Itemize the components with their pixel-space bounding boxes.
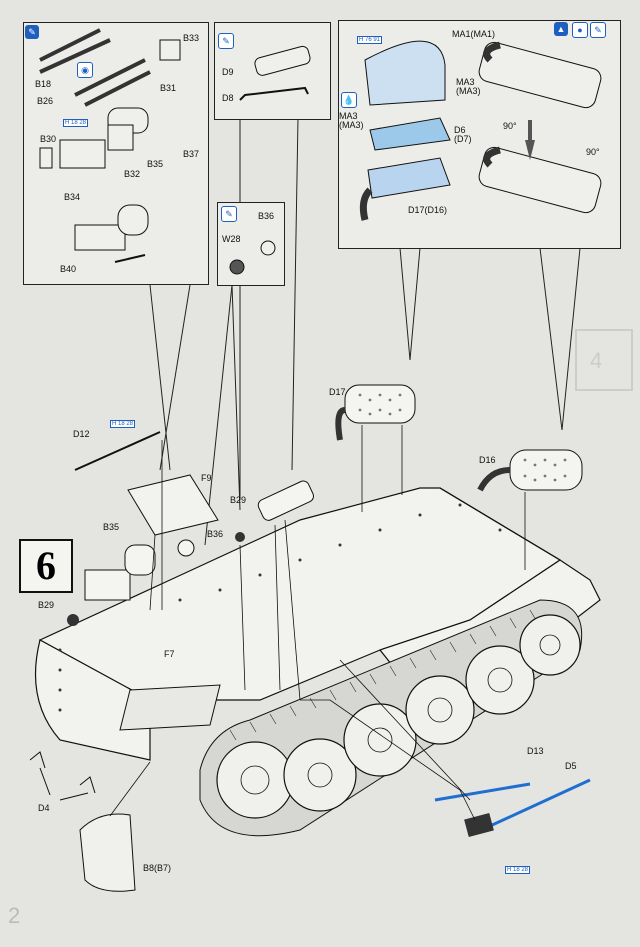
label-D4: D4 bbox=[38, 803, 50, 813]
label-B29-front: B29 bbox=[38, 600, 55, 610]
label-D12: D12 bbox=[73, 429, 90, 439]
label-B36-main: B36 bbox=[207, 529, 224, 539]
label-D9: D9 bbox=[222, 67, 234, 77]
label-angle-1: 90° bbox=[503, 121, 517, 131]
label-B40: B40 bbox=[60, 264, 77, 274]
label-B18: B18 bbox=[35, 79, 52, 89]
label-D17D16: D17(D16) bbox=[408, 205, 448, 215]
label-W28: W28 bbox=[222, 234, 241, 244]
label-D16: D16 bbox=[479, 455, 496, 465]
label-B33: B33 bbox=[183, 33, 200, 43]
drop-icon: 💧 bbox=[341, 92, 357, 108]
label-B29-deck: B29 bbox=[230, 495, 247, 505]
label-F7: F7 bbox=[164, 649, 175, 659]
label-B34: B34 bbox=[64, 192, 81, 202]
label-B32: B32 bbox=[124, 169, 141, 179]
label-D17: D17 bbox=[329, 387, 346, 397]
label-B8: B8(B7) bbox=[143, 863, 172, 873]
label-D6: D6 (D7) bbox=[454, 125, 472, 144]
drop-icon: ● bbox=[572, 22, 588, 38]
label-D5: D5 bbox=[565, 761, 577, 771]
page-number-faint: 2 bbox=[8, 903, 21, 928]
label-D13: D13 bbox=[527, 746, 544, 756]
glue-icon: ✎ bbox=[221, 206, 237, 222]
label-B36-inset: B36 bbox=[258, 211, 275, 221]
glue-icon: ✎ bbox=[218, 33, 234, 49]
label-MA1: MA1(MA1) bbox=[452, 29, 496, 39]
label-B31: B31 bbox=[160, 83, 177, 93]
svg-text:4: 4 bbox=[590, 348, 602, 373]
knife-icon: ✎ bbox=[590, 22, 606, 38]
ref-tag: H 18 28 bbox=[63, 119, 89, 127]
glue-icon: ✎ bbox=[25, 25, 39, 39]
label-angle-2: 90° bbox=[586, 147, 600, 157]
label-B30: B30 bbox=[40, 134, 57, 144]
ref-tag: H 18 28 bbox=[110, 420, 136, 428]
label-MA3-right: MA3 (MA3) bbox=[456, 77, 481, 96]
label-F9: F9 bbox=[201, 473, 212, 483]
label-B35-main: B35 bbox=[103, 522, 120, 532]
paint-icon: ◉ bbox=[77, 62, 93, 78]
step-number: 6 bbox=[19, 539, 73, 593]
label-D8: D8 bbox=[222, 93, 234, 103]
ref-tag: H 76 91 bbox=[357, 36, 383, 44]
label-B26: B26 bbox=[37, 96, 54, 106]
cement-icon: ▲ bbox=[554, 22, 568, 36]
ref-tag: H 18 28 bbox=[505, 866, 531, 874]
label-MA3-left: MA3 (MA3) bbox=[339, 111, 364, 130]
label-B35: B35 bbox=[147, 159, 164, 169]
label-B37: B37 bbox=[183, 149, 200, 159]
